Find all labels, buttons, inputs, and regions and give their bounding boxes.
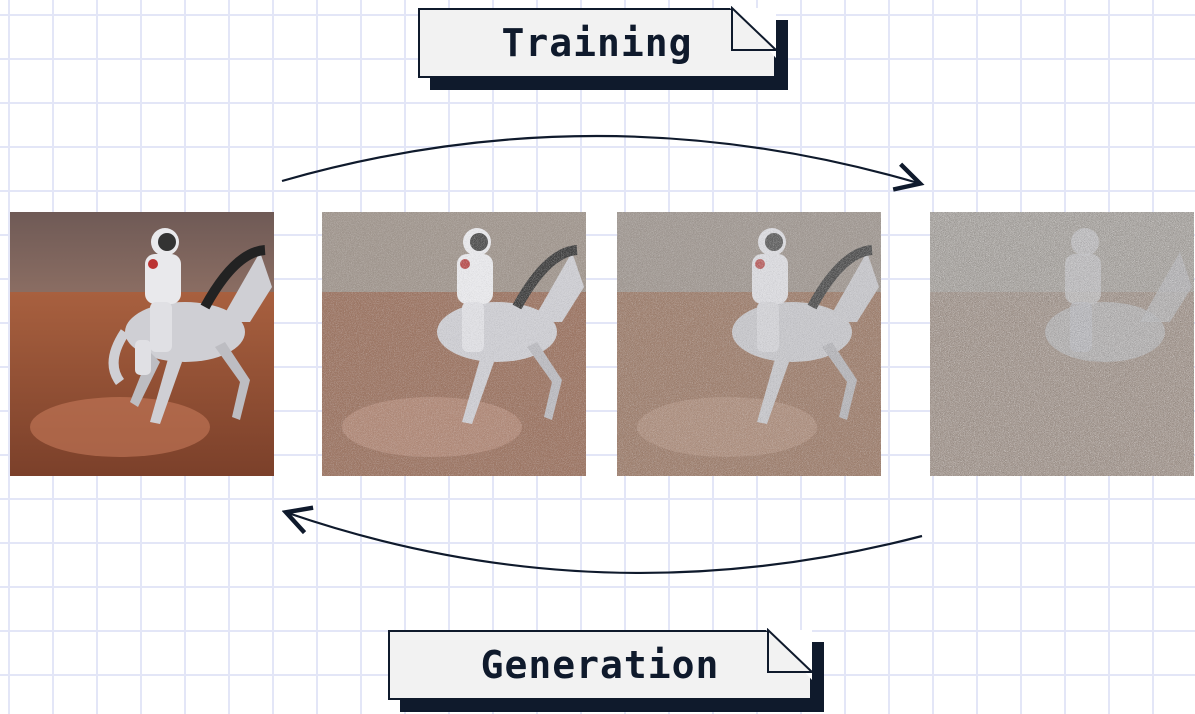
noisy-image-step-3	[930, 212, 1194, 476]
training-arrow	[281, 134, 918, 183]
generation-label-card: Generation	[388, 628, 824, 712]
clean-image	[10, 212, 274, 476]
noisier-astronaut-horse-image	[617, 212, 881, 476]
noisy-image-step-1	[322, 212, 586, 476]
generation-label: Generation	[480, 643, 720, 687]
folded-corner-icon	[766, 628, 814, 680]
astronaut-horse-image	[10, 212, 274, 476]
generation-arrow	[288, 513, 923, 574]
training-label-card: Training	[418, 6, 788, 90]
mostly-noise-image	[930, 212, 1194, 476]
noisy-astronaut-horse-image	[322, 212, 586, 476]
folded-corner-icon	[730, 6, 778, 58]
noisy-image-step-2	[617, 212, 881, 476]
astronaut	[135, 228, 181, 375]
training-label: Training	[501, 21, 693, 65]
